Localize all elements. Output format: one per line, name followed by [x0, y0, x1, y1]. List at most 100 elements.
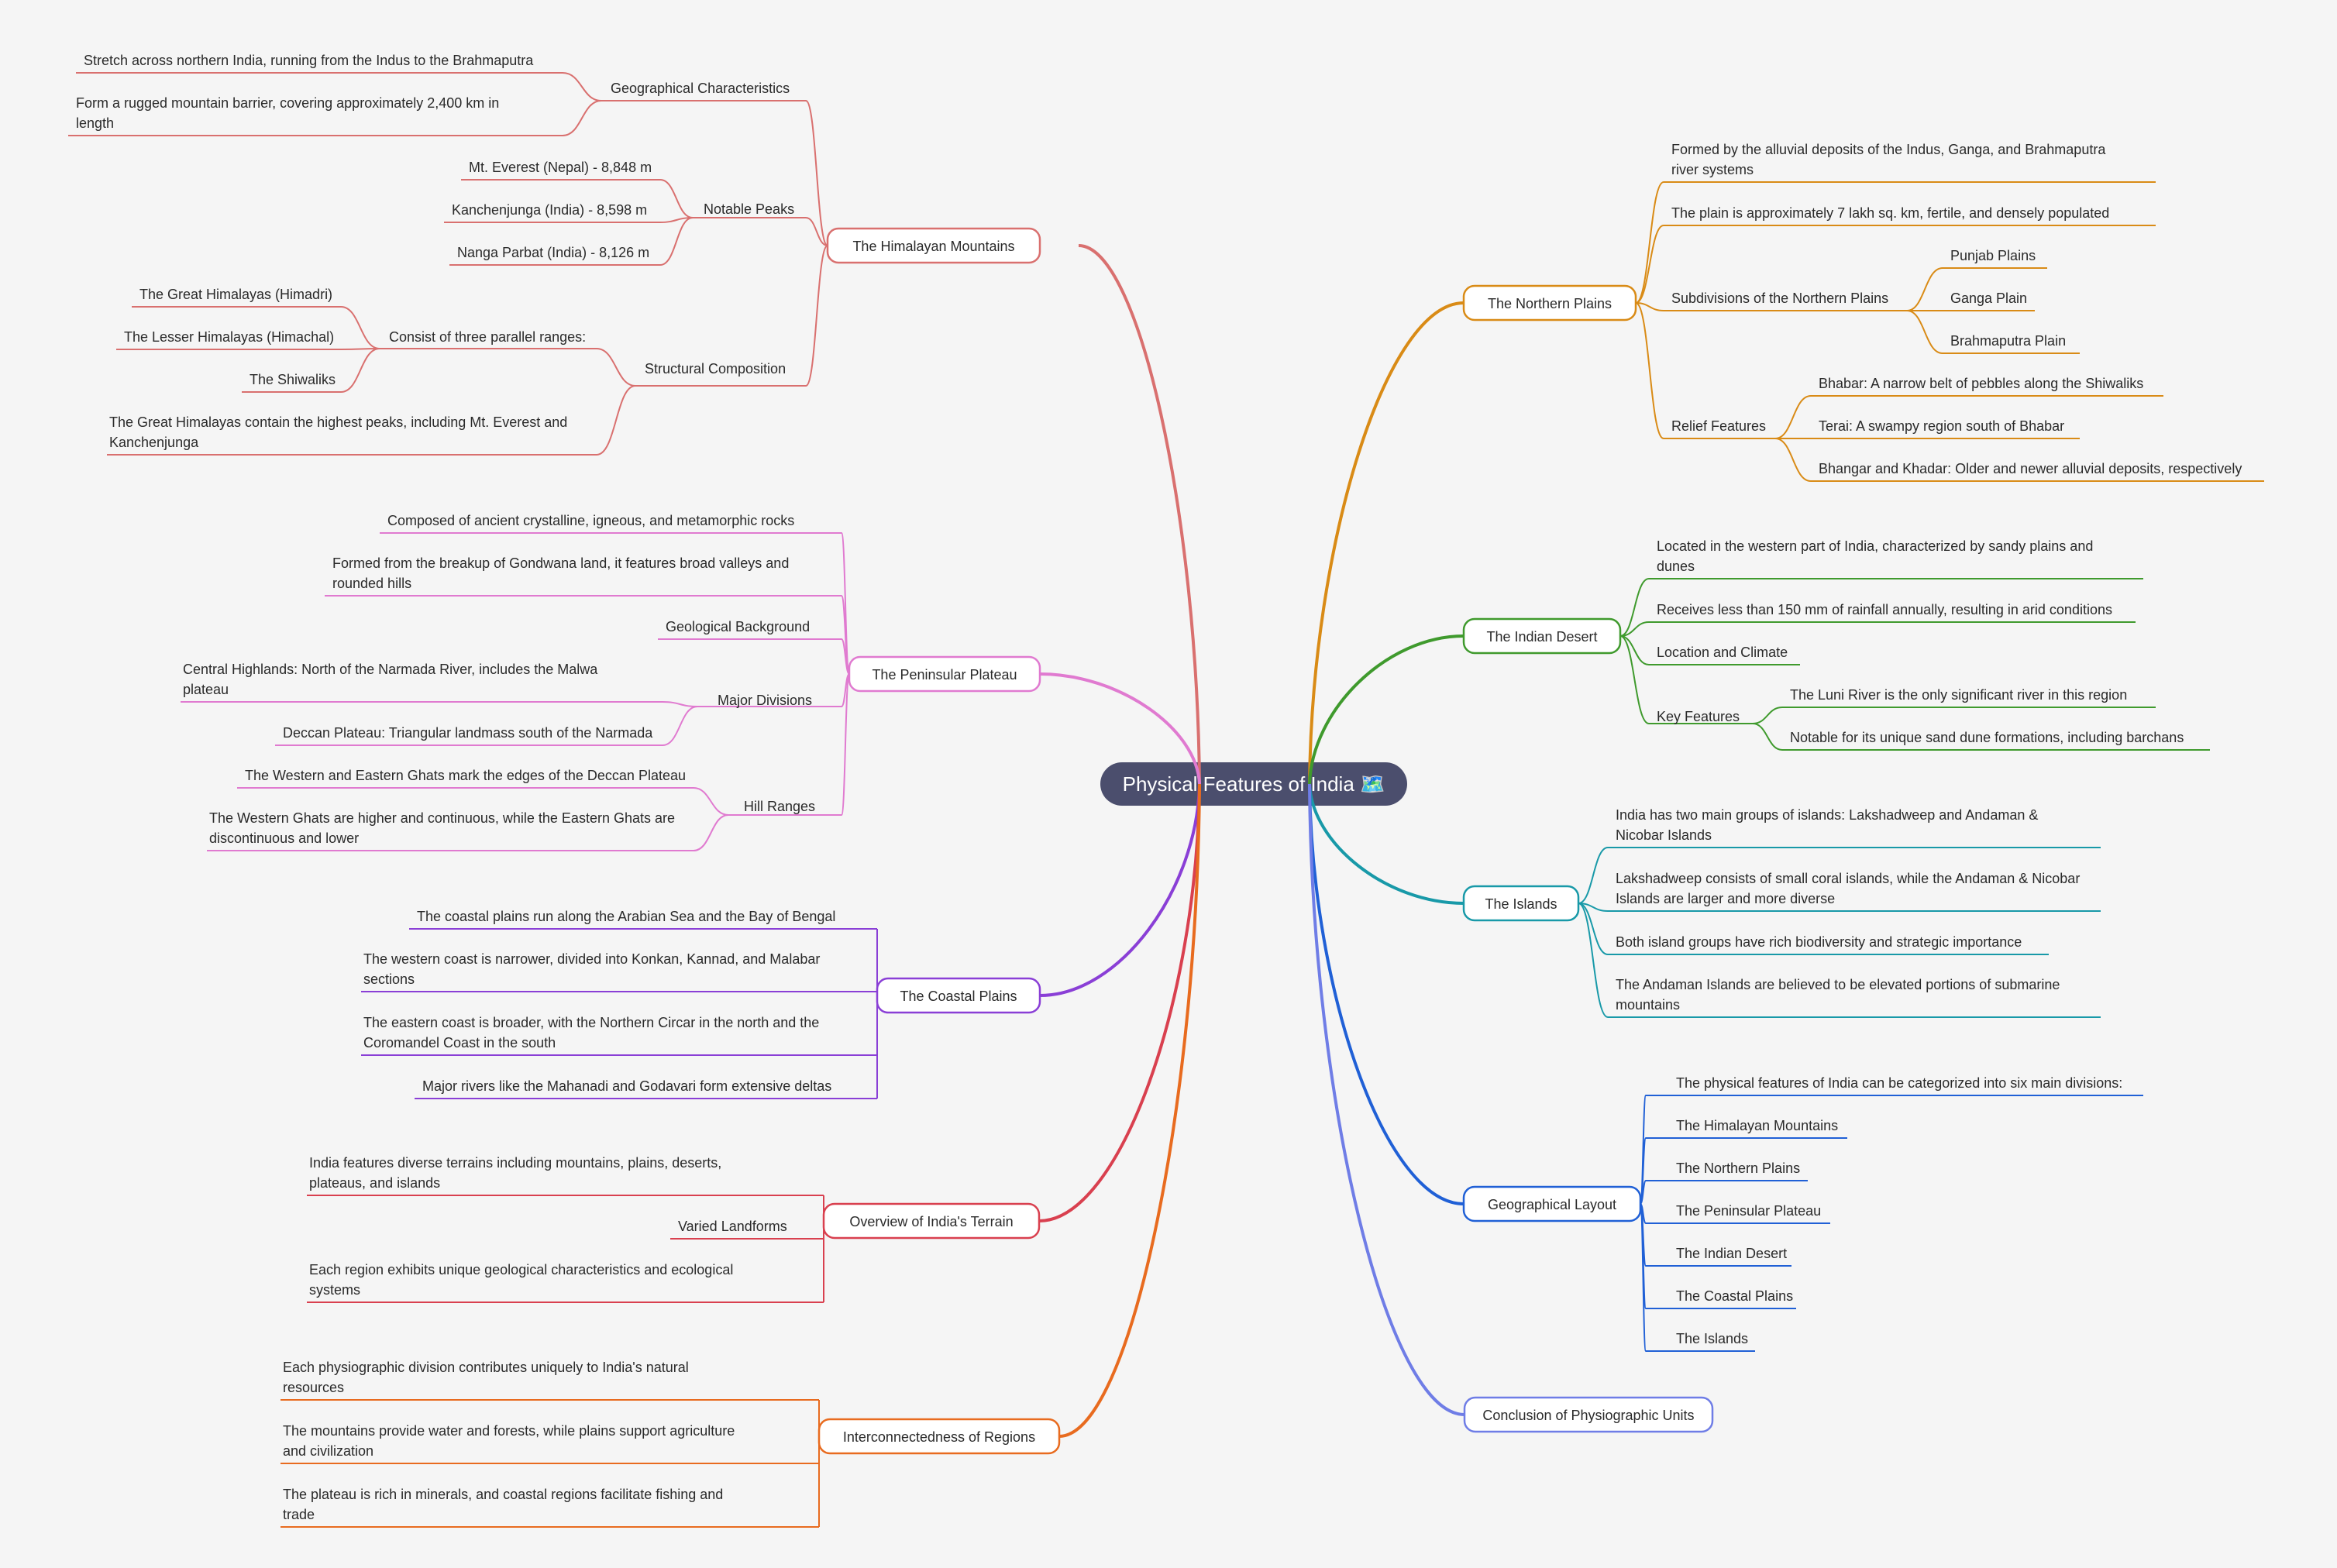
leaf-the-western-coast-is-narrower-divided-in-line: sections: [363, 971, 415, 987]
leaf-the-andaman-islands-are-believed-to-be-e[interactable]: The Andaman Islands are believed to be e…: [1616, 977, 2060, 1013]
leaf-the-andaman-islands-are-believed-to-be-e-line: mountains: [1616, 997, 1680, 1013]
branch-major-divisions-line: Major Divisions: [718, 693, 812, 708]
leaf-form-a-rugged-mountain-barrier-covering--connector: [562, 100, 602, 136]
branch-subdivisions[interactable]: Subdivisions of the Northern Plains: [1671, 291, 1888, 306]
leaf-the-great-himalayas-contain-the-highest-[interactable]: The Great Himalayas contain the highest …: [109, 414, 567, 450]
leaf-lakshadweep-consists-of-small-coral-isla[interactable]: Lakshadweep consists of small coral isla…: [1616, 871, 2080, 906]
central-topic[interactable]: Physical Features of India 🗺️: [1100, 762, 1407, 806]
leaf-geological-background[interactable]: Geological Background: [666, 619, 810, 634]
leaf-the-great-himalayas-himadri[interactable]: The Great Himalayas (Himadri): [139, 287, 332, 302]
leaf-the-coastal-plains-run-along-the-arabian[interactable]: The coastal plains run along the Arabian…: [417, 909, 835, 924]
leaf-receives-less-than-150-mm-of-rainfall-an[interactable]: Receives less than 150 mm of rainfall an…: [1657, 602, 2112, 617]
topic-overview-of-india-s-terrain-label: Overview of India's Terrain: [849, 1214, 1013, 1229]
trunk-northern-plains: [1308, 301, 1464, 785]
leaf-stretch-across-northern-india-running-fr[interactable]: Stretch across northern India, running f…: [84, 53, 534, 68]
topic-the-coastal-plains[interactable]: The Coastal Plains: [876, 977, 1041, 1014]
branch-major-divisions[interactable]: Major Divisions: [718, 693, 812, 708]
leaf-the-himalayan-mountains-line: The Himalayan Mountains: [1676, 1118, 1838, 1133]
leaf-the-physical-features-of-india-can-be-ca[interactable]: The physical features of India can be ca…: [1676, 1075, 2122, 1091]
leaf-the-western-and-eastern-ghats-mark-the-e[interactable]: The Western and Eastern Ghats mark the e…: [245, 768, 686, 783]
branch-structural-composition-connector: [805, 245, 828, 387]
topic-the-indian-desert[interactable]: The Indian Desert: [1462, 617, 1622, 655]
leaf-receives-less-than-150-mm-of-rainfall-an-connector: [1619, 621, 1650, 637]
leaf-mt-everest-nepal-8-848-m[interactable]: Mt. Everest (Nepal) - 8,848 m: [469, 160, 652, 175]
leaf-located-in-the-western-part-of-india-cha[interactable]: Located in the western part of India, ch…: [1657, 538, 2093, 574]
leaf-form-a-rugged-mountain-barrier-covering-[interactable]: Form a rugged mountain barrier, covering…: [76, 95, 499, 131]
leaf-india-has-two-main-groups-of-islands-lak[interactable]: India has two main groups of islands: La…: [1616, 807, 2038, 843]
leaf-lakshadweep-consists-of-small-coral-isla-line: Lakshadweep consists of small coral isla…: [1616, 871, 2080, 886]
branch-geographical-characteristics-line: Geographical Characteristics: [611, 81, 790, 96]
leaf-the-plateau-is-rich-in-minerals-and-coas-line: trade: [283, 1507, 315, 1522]
topic-geographical-layout[interactable]: Geographical Layout: [1462, 1185, 1642, 1222]
leaf-the-lesser-himalayas-himachal[interactable]: The Lesser Himalayas (Himachal): [124, 329, 334, 345]
leaf-mt-everest-nepal-8-848-m-connector: [659, 179, 694, 218]
leaf-formed-by-the-alluvial-deposits-of-the-i-connector: [1635, 181, 1664, 304]
leaf-the-plateau-is-rich-in-minerals-and-coas[interactable]: The plateau is rich in minerals, and coa…: [283, 1487, 723, 1522]
leaf-deccan-plateau-triangular-landmass-south[interactable]: Deccan Plateau: Triangular landmass sout…: [283, 725, 653, 741]
leaf-the-eastern-coast-is-broader-with-the-no[interactable]: The eastern coast is broader, with the N…: [363, 1015, 819, 1050]
leaf-location-and-climate[interactable]: Location and Climate: [1657, 645, 1788, 660]
leaf-the-shiwaliks[interactable]: The Shiwaliks: [250, 372, 336, 387]
topic-the-himalayan-mountains[interactable]: The Himalayan Mountains: [826, 227, 1041, 264]
leaf-the-islands[interactable]: The Islands: [1676, 1331, 1748, 1346]
leaf-each-physiographic-division-contributes-[interactable]: Each physiographic division contributes …: [283, 1360, 689, 1395]
branch-relief-features[interactable]: Relief Features: [1671, 418, 1766, 434]
branch-three-parallel-ranges[interactable]: Consist of three parallel ranges:: [389, 329, 586, 345]
leaf-the-shiwaliks-line: The Shiwaliks: [250, 372, 336, 387]
leaf-notable-for-its-unique-sand-dune-formati[interactable]: Notable for its unique sand dune formati…: [1790, 730, 2184, 745]
leaf-punjab-plains[interactable]: Punjab Plains: [1950, 248, 2036, 263]
leaf-central-highlands-north-of-the-narmada-r[interactable]: Central Highlands: North of the Narmada …: [183, 662, 598, 697]
leaf-varied-landforms[interactable]: Varied Landforms: [678, 1219, 787, 1234]
leaf-brahmaputra-plain[interactable]: Brahmaputra Plain: [1950, 333, 2066, 349]
leaf-both-island-groups-have-rich-biodiversit-line: Both island groups have rich biodiversit…: [1616, 934, 2022, 950]
topic-the-northern-plains[interactable]: The Northern Plains: [1462, 284, 1637, 322]
topic-the-indian-desert-label: The Indian Desert: [1486, 629, 1597, 645]
branch-hill-ranges-connector: [841, 673, 850, 816]
branch-key-features[interactable]: Key Features: [1657, 709, 1740, 724]
leaf-each-region-exhibits-unique-geological-c[interactable]: Each region exhibits unique geological c…: [309, 1262, 733, 1298]
leaf-the-luni-river-is-the-only-significant-r[interactable]: The Luni River is the only significant r…: [1790, 687, 2127, 703]
topic-conclusion-of-physiographic-units[interactable]: Conclusion of Physiographic Units: [1463, 1396, 1714, 1433]
leaf-each-physiographic-division-contributes--line: Each physiographic division contributes …: [283, 1360, 689, 1375]
leaf-the-northern-plains[interactable]: The Northern Plains: [1676, 1161, 1800, 1176]
leaf-the-plain-is-approximately-7-lakh-sq-km-[interactable]: The plain is approximately 7 lakh sq. km…: [1671, 205, 2109, 221]
leaf-major-rivers-like-the-mahanadi-and-godav[interactable]: Major rivers like the Mahanadi and Godav…: [422, 1078, 831, 1094]
central-topic-box: [1100, 762, 1407, 806]
branch-geographical-characteristics[interactable]: Geographical Characteristics: [611, 81, 790, 96]
topic-interconnectedness-of-regions[interactable]: Interconnectedness of Regions: [817, 1418, 1061, 1455]
leaf-formed-from-the-breakup-of-gondwana-land-line: rounded hills: [332, 576, 411, 591]
leaf-bhangar-and-khadar-older-and-newer-alluv[interactable]: Bhangar and Khadar: Older and newer allu…: [1819, 461, 2242, 476]
branch-notable-peaks-line: Notable Peaks: [704, 201, 794, 217]
leaf-the-coastal-plains[interactable]: The Coastal Plains: [1676, 1288, 1793, 1304]
branch-notable-peaks[interactable]: Notable Peaks: [704, 201, 794, 217]
leaf-the-himalayan-mountains[interactable]: The Himalayan Mountains: [1676, 1118, 1838, 1133]
central-topic-label: Physical Features of India 🗺️: [1123, 772, 1385, 796]
leaf-ganga-plain[interactable]: Ganga Plain: [1950, 291, 2027, 306]
leaf-the-indian-desert[interactable]: The Indian Desert: [1676, 1246, 1787, 1261]
leaf-the-western-coast-is-narrower-divided-in[interactable]: The western coast is narrower, divided i…: [363, 951, 820, 987]
leaf-the-mountains-provide-water-and-forests-[interactable]: The mountains provide water and forests,…: [283, 1423, 735, 1459]
leaf-deccan-plateau-triangular-landmass-south-connector: [662, 706, 698, 746]
leaf-formed-by-the-alluvial-deposits-of-the-i[interactable]: Formed by the alluvial deposits of the I…: [1671, 142, 2106, 177]
leaf-the-western-ghats-are-higher-and-continu[interactable]: The Western Ghats are higher and continu…: [209, 810, 675, 846]
leaf-india-features-diverse-terrains-includin-line: plateaus, and islands: [309, 1175, 440, 1191]
leaf-india-features-diverse-terrains-includin[interactable]: India features diverse terrains includin…: [309, 1155, 721, 1191]
leaf-formed-from-the-breakup-of-gondwana-land[interactable]: Formed from the breakup of Gondwana land…: [332, 555, 789, 591]
leaf-composed-of-ancient-crystalline-igneous-[interactable]: Composed of ancient crystalline, igneous…: [387, 513, 794, 528]
topic-overview-of-india-s-terrain[interactable]: Overview of India's Terrain: [822, 1202, 1041, 1240]
leaf-terai-a-swampy-region-south-of-bhabar[interactable]: Terai: A swampy region south of Bhabar: [1819, 418, 2064, 434]
topic-the-peninsular-plateau[interactable]: The Peninsular Plateau: [848, 655, 1041, 693]
leaf-kanchenjunga-india-8-598-m[interactable]: Kanchenjunga (India) - 8,598 m: [452, 202, 647, 218]
leaf-brahmaputra-plain-line: Brahmaputra Plain: [1950, 333, 2066, 349]
leaf-both-island-groups-have-rich-biodiversit[interactable]: Both island groups have rich biodiversit…: [1616, 934, 2022, 950]
branch-hill-ranges[interactable]: Hill Ranges: [744, 799, 815, 814]
leaf-the-western-and-eastern-ghats-mark-the-e-line: The Western and Eastern Ghats mark the e…: [245, 768, 686, 783]
leaf-india-features-diverse-terrains-includin-line: India features diverse terrains includin…: [309, 1155, 721, 1171]
leaf-nanga-parbat-india-8-126-m[interactable]: Nanga Parbat (India) - 8,126 m: [457, 245, 649, 260]
trunk-himalayan-mountains: [1078, 244, 1201, 785]
branch-notable-peaks-connector: [805, 217, 828, 246]
leaf-the-peninsular-plateau[interactable]: The Peninsular Plateau: [1676, 1203, 1821, 1219]
leaf-bhabar-a-narrow-belt-of-pebbles-along-th[interactable]: Bhabar: A narrow belt of pebbles along t…: [1819, 376, 2143, 391]
topic-the-islands[interactable]: The Islands: [1462, 885, 1580, 922]
branch-structural-composition[interactable]: Structural Composition: [645, 361, 786, 377]
